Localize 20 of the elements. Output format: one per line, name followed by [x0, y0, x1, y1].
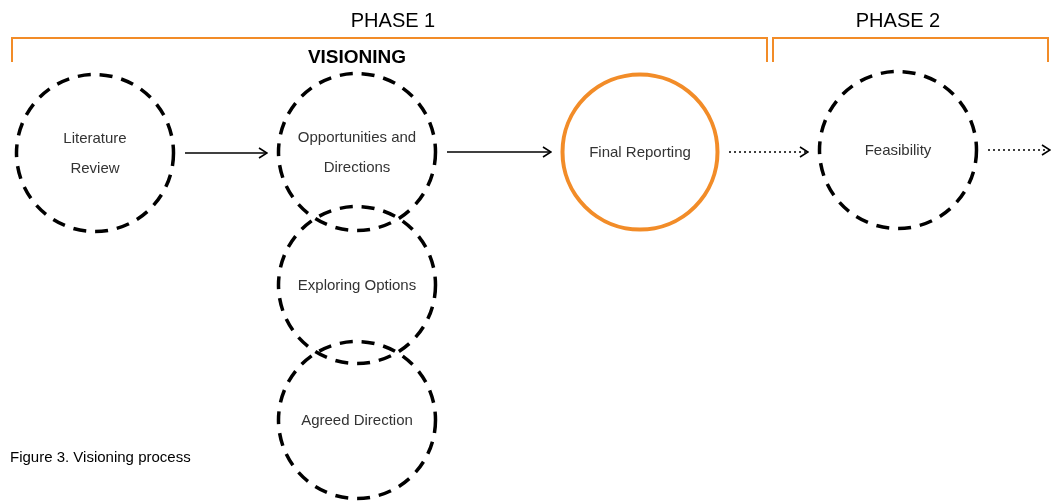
arrow	[728, 146, 809, 158]
heading-label: PHASE 2	[855, 8, 941, 33]
node-label: Final Reporting	[589, 142, 691, 162]
node-label: Agreed Direction	[301, 410, 413, 430]
heading-label: PHASE 1	[350, 8, 436, 33]
circle	[560, 72, 720, 232]
heading-label: VISIONING	[307, 44, 407, 69]
arrow	[184, 147, 268, 159]
dashed-circle	[276, 339, 438, 501]
node-label: Feasibility	[864, 140, 932, 160]
dashed-circle	[276, 71, 438, 233]
node-label: Opportunities and Directions	[296, 127, 418, 177]
dashed-circle	[276, 204, 438, 366]
dashed-circle	[817, 69, 979, 231]
arrow	[987, 144, 1051, 156]
caption: Figure 3. Visioning process	[10, 447, 191, 467]
dashed-circle	[14, 72, 176, 234]
node-label: Exploring Options	[297, 275, 417, 295]
arrow	[446, 146, 552, 158]
node-label: Literature Review	[62, 128, 128, 178]
